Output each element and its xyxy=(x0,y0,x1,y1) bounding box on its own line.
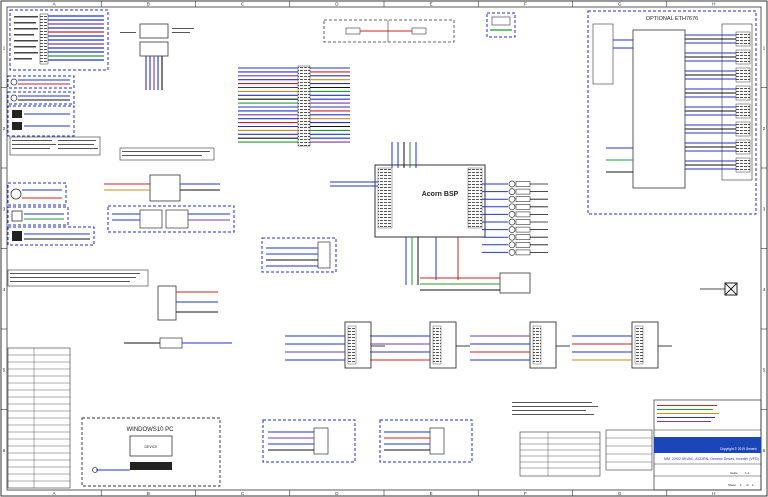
left-top-cable-block xyxy=(9,9,109,71)
servo-drive-row xyxy=(285,321,672,369)
zone-column-label: D xyxy=(335,2,339,7)
sheet-label: Sheet xyxy=(728,483,736,487)
zone-column-label: A xyxy=(53,2,56,7)
zone-row-label: 5 xyxy=(3,367,6,372)
left-io-block-2 xyxy=(7,206,69,226)
right-connector-icon xyxy=(700,282,738,296)
servo-drive xyxy=(631,321,659,369)
top-center-cable xyxy=(323,19,455,43)
zone-column-label: F xyxy=(524,2,527,7)
zone-column-label: E xyxy=(430,2,433,7)
zone-column-label: H xyxy=(712,491,715,496)
servo-drive xyxy=(429,321,457,369)
controller-label: Acorn BSP xyxy=(422,191,459,198)
of-label: of xyxy=(746,483,749,487)
drive-io-block xyxy=(107,205,235,233)
zone-column-label: G xyxy=(618,491,622,496)
optional-eth-module: OPTIONAL ETH7676 xyxy=(587,10,757,215)
bottom-io-block-2 xyxy=(379,419,473,463)
encoder-block xyxy=(157,285,218,321)
left-note-box-2 xyxy=(7,269,149,287)
zone-column-label: E xyxy=(430,491,433,496)
center-left-io-block xyxy=(261,237,337,273)
zone-row-label: 1 xyxy=(3,45,6,50)
drive-terminal-block xyxy=(420,272,531,294)
transformer-block xyxy=(120,23,194,90)
scale-label: Scale xyxy=(730,471,738,475)
servo-drive xyxy=(344,321,372,369)
title-block: Copyright © 2019 Generic MM, 220/2 5KVAC… xyxy=(653,399,762,491)
relay-note xyxy=(119,147,215,161)
zone-column-label: A xyxy=(53,491,56,496)
zone-row-label: 2 xyxy=(763,126,766,131)
zone-row-label: 3 xyxy=(763,206,766,211)
top-right-small-module xyxy=(486,12,516,38)
left-io-block-1 xyxy=(7,182,67,206)
zone-column-label: H xyxy=(712,2,715,7)
servo-drive xyxy=(529,321,557,369)
left-connector-block xyxy=(7,105,75,137)
acorn-controller-board: Acorn BSP xyxy=(330,142,486,285)
copyright-text: Copyright © 2019 Generic xyxy=(720,447,757,451)
zone-labels: A A B B C C D D E E F F G G H H 1 1 2 2 3 3 4 4 5 5 6 6 xyxy=(3,2,766,497)
zone-row-label: 4 xyxy=(763,287,766,292)
sheet-value: 1 xyxy=(740,483,742,487)
zone-row-label: 6 xyxy=(3,448,6,453)
bottom-io-block-1 xyxy=(262,419,356,463)
bottom-notes xyxy=(512,402,653,477)
zone-column-label: G xyxy=(618,2,622,7)
scale-value: 1:1 xyxy=(745,471,750,475)
left-io-block-3 xyxy=(7,226,95,246)
drawing-title: MM, 220/2 5KVAC, ACORN, Generic Drives, … xyxy=(664,457,759,461)
keyboard-icon xyxy=(130,462,172,470)
left-terminal-harness xyxy=(238,65,350,147)
revision-table xyxy=(7,347,71,489)
zone-row-label: 4 xyxy=(3,287,6,292)
inner-border xyxy=(6,6,762,491)
pc-device-label: DEVICE xyxy=(144,445,158,449)
zone-row-label: 5 xyxy=(763,367,766,372)
zone-column-label: F xyxy=(524,491,527,496)
zone-row-label: 3 xyxy=(3,206,6,211)
usb-cable xyxy=(124,337,232,349)
pc-label: WINDOWS10 PC xyxy=(126,427,174,433)
left-power-block-1 xyxy=(7,75,75,89)
zone-column-label: C xyxy=(241,491,245,496)
controller-output-ladder xyxy=(482,180,548,256)
windows-pc-block: WINDOWS10 PC DEVICE xyxy=(81,417,221,487)
of-value: 1 xyxy=(752,483,754,487)
zone-row-label: 6 xyxy=(763,448,766,453)
zone-column-label: B xyxy=(147,2,150,7)
optional-module-title: OPTIONAL ETH7676 xyxy=(646,16,698,22)
zone-column-label: D xyxy=(335,491,339,496)
zone-row-label: 2 xyxy=(3,126,6,131)
left-note-box xyxy=(9,136,101,156)
left-power-block-2 xyxy=(7,91,75,105)
zone-column-label: C xyxy=(241,2,245,7)
relay-board xyxy=(104,174,220,202)
zone-row-label: 1 xyxy=(763,45,766,50)
zone-column-label: B xyxy=(147,491,150,496)
